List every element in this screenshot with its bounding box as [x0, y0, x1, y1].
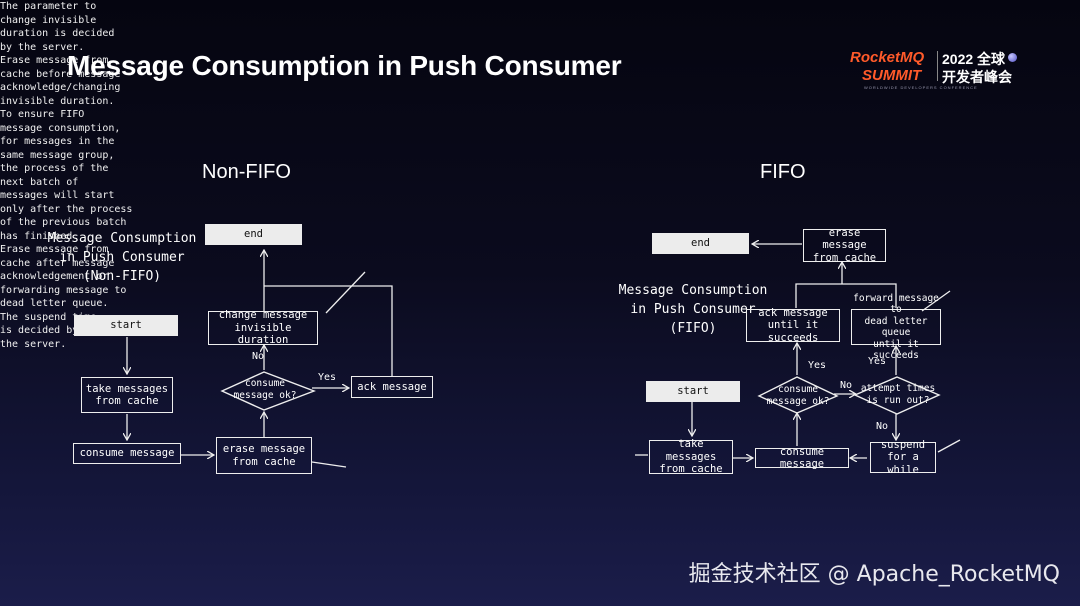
decision-diamond-fifo-2 [853, 376, 941, 415]
node-consume-message: consume message [73, 443, 181, 464]
note-pointer-erase [311, 461, 347, 468]
note-invisible-duration: The parameter to change invisible durati… [0, 1, 115, 53]
logo-tagline: WORLDWIDE DEVELOPERS CONFERENCE [864, 85, 978, 90]
logo-event-line1: 2022 全球 [942, 51, 1006, 67]
note-pointer-fifo-erase [921, 290, 951, 312]
node-end: end [205, 224, 302, 245]
fifo-node-ack-until-succeeds: ack message until it succeeds [746, 307, 840, 344]
note-pointer-parameter [325, 271, 366, 314]
summit-logo: RocketMQ SUMMIT 2022 全球 开发者峰会 WORLDWIDE … [850, 47, 1030, 95]
note-pointer-fifo-suspend [937, 439, 961, 453]
fifo-node-start: start [646, 381, 740, 402]
fifo-decision-consume-ok: consume message ok? [766, 384, 830, 407]
planet-icon [1008, 53, 1017, 62]
non-fifo-heading: Message Consumption in Push Consumer (No… [47, 231, 197, 284]
decision-consume-ok: consume message ok? [233, 378, 297, 401]
edge-fifo-merge [795, 283, 897, 308]
fifo-node-take-messages: take messages from cache [649, 438, 733, 475]
watermark: 掘金技术社区 @ Apache_RocketMQ [688, 562, 1060, 587]
node-erase-message: erase message from cache [216, 437, 312, 474]
fifo-heading: Message Consumption in Push Consumer (FI… [618, 283, 768, 336]
fifo-node-forward-dlq: forward message to dead letter queue unt… [851, 293, 941, 361]
node-start: start [74, 315, 178, 336]
label-yes: Yes [318, 372, 337, 383]
fifo-note-erase-after-ack: Erase message from cache after message a… [0, 244, 127, 309]
logo-event-line2: 开发者峰会 [942, 69, 1012, 85]
fifo-section-title: FIFO [760, 161, 806, 183]
fifo-node-suspend: suspend for a while [870, 439, 936, 476]
node-change-invisible-duration: change message invisible duration [208, 309, 318, 346]
slide-title: Message Consumption in Push Consumer [67, 50, 622, 81]
fifo-note-ensure-order: To ensure FIFO message consumption, for … [0, 109, 133, 242]
fifo-node-consume-message: consume message [755, 446, 849, 470]
decision-diamond-fifo-1 [757, 376, 839, 414]
fifo-node-erase-message: erase message from cache [803, 227, 886, 264]
logo-brand-line2: SUMMIT [862, 67, 922, 84]
fifo-node-end: end [652, 233, 749, 254]
label-no: No [252, 351, 265, 362]
logo-brand-line1: RocketMQ [850, 49, 925, 66]
fifo-label-yes-2: Yes [868, 356, 887, 367]
fifo-label-no-2: No [876, 421, 889, 432]
non-fifo-section-title: Non-FIFO [202, 161, 291, 183]
node-ack-message: ack message [351, 376, 433, 398]
note-erase-before-ack: Erase message from cache before message … [0, 55, 121, 107]
fifo-label-no-1: No [840, 380, 853, 391]
logo-separator [937, 51, 938, 81]
decision-diamond-non-fifo [220, 371, 316, 411]
fifo-decision-attempts-run-out: attempt times is run out? [860, 383, 936, 406]
node-take-messages: take messages from cache [81, 377, 173, 413]
fifo-label-yes-1: Yes [808, 360, 827, 371]
edge-ack-merge [264, 285, 393, 376]
